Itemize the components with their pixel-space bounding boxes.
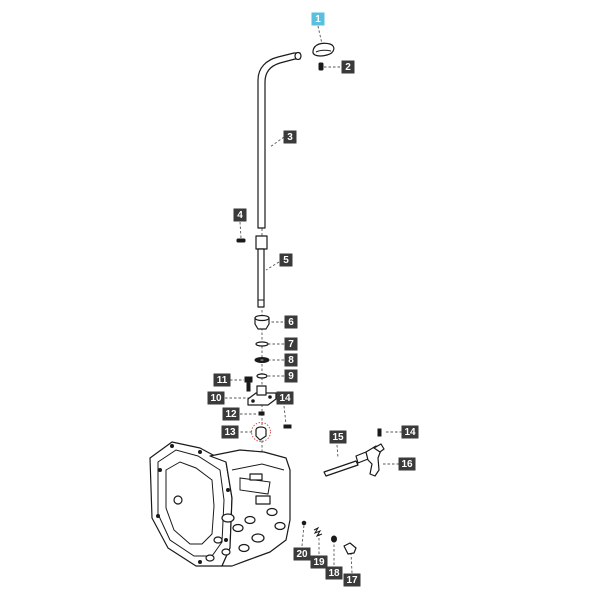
callout-14[interactable]: 14: [401, 425, 419, 439]
callout-number: 3: [287, 132, 293, 143]
part-washer-18: [331, 535, 337, 543]
part-shift-rail-15: [323, 451, 369, 477]
callout-box[interactable]: [310, 555, 328, 569]
callout-number: 7: [288, 339, 294, 350]
callout-3[interactable]: 3: [283, 130, 297, 144]
callout-number: 1: [315, 14, 321, 25]
callout-number: 15: [332, 432, 344, 443]
leader-lines: [225, 25, 402, 574]
part-pin-14-a: [283, 424, 292, 429]
callout-6[interactable]: 6: [284, 315, 298, 329]
part-pin-12: [258, 411, 265, 416]
part-bushing: [254, 314, 270, 330]
part-pin-14-b: [377, 428, 382, 437]
part-selector-13: [251, 422, 271, 442]
callout-box[interactable]: [398, 457, 416, 471]
callout-box[interactable]: [284, 315, 298, 329]
part-washer-8: [254, 357, 270, 363]
callout-box[interactable]: [283, 130, 297, 144]
callout-13[interactable]: 13: [221, 425, 239, 439]
callout-number: 19: [313, 557, 325, 568]
part-ring-9: [256, 373, 268, 379]
callout-7[interactable]: 7: [284, 337, 298, 351]
callout-17[interactable]: 17: [343, 573, 361, 587]
callout-box[interactable]: [284, 369, 298, 383]
callout-number: 4: [237, 210, 243, 221]
part-knob: [312, 42, 335, 57]
callout-8[interactable]: 8: [284, 353, 298, 367]
callout-number: 2: [345, 62, 351, 73]
callout-10[interactable]: 10: [207, 391, 225, 405]
callout-16[interactable]: 16: [398, 457, 416, 471]
callout-number: 12: [225, 409, 237, 420]
callout-2[interactable]: 2: [341, 60, 355, 74]
callout-number: 10: [210, 393, 222, 404]
callout-11[interactable]: 11: [213, 373, 231, 387]
callout-box[interactable]: [293, 547, 311, 561]
part-set-screw-2: [318, 62, 324, 71]
callout-number: 9: [288, 371, 294, 382]
gearbox-housing: [149, 441, 291, 567]
callout-box[interactable]: [279, 253, 293, 267]
callout-box[interactable]: [329, 430, 347, 444]
part-bolt-11: [244, 376, 253, 392]
part-upper-lever: [257, 51, 302, 229]
callout-box[interactable]: [284, 337, 298, 351]
callout-18[interactable]: 18: [325, 566, 343, 580]
callout-box[interactable]: [311, 12, 325, 26]
callout-number: 17: [346, 575, 358, 586]
callout-14[interactable]: 14: [276, 391, 294, 405]
callout-4[interactable]: 4: [233, 208, 247, 222]
callout-9[interactable]: 9: [284, 369, 298, 383]
callout-number: 16: [401, 459, 413, 470]
callout-box[interactable]: [284, 353, 298, 367]
callout-number: 20: [296, 549, 308, 560]
callout-box[interactable]: [341, 60, 355, 74]
callout-box[interactable]: [222, 407, 240, 421]
part-spring-19: [313, 526, 323, 538]
callout-box[interactable]: [401, 425, 419, 439]
selection-ring: [251, 422, 271, 442]
callout-box[interactable]: [325, 566, 343, 580]
callout-15[interactable]: 15: [329, 430, 347, 444]
callout-box[interactable]: [233, 208, 247, 222]
callout-19[interactable]: 19: [310, 555, 328, 569]
callout-number: 11: [217, 375, 228, 386]
part-o-ring-7: [255, 341, 269, 347]
part-lower-shaft: [255, 235, 268, 308]
callout-1[interactable]: 1: [311, 12, 325, 26]
callout-number: 8: [288, 355, 294, 366]
callout-box[interactable]: [221, 425, 239, 439]
part-plug-17: [343, 542, 357, 555]
callout-5[interactable]: 5: [279, 253, 293, 267]
callout-20[interactable]: 20: [293, 547, 311, 561]
part-shift-fork-16: [365, 443, 385, 477]
callout-number: 5: [283, 255, 289, 266]
part-pin-4: [236, 238, 246, 243]
callout-box[interactable]: [343, 573, 361, 587]
callout-12[interactable]: 12: [222, 407, 240, 421]
callout-box[interactable]: [213, 373, 231, 387]
callout-box[interactable]: [276, 391, 294, 405]
callout-number: 14: [279, 393, 291, 404]
part-ball-20: [301, 520, 307, 526]
callout-number: 18: [328, 568, 340, 579]
part-plate-10: [247, 385, 277, 406]
callout-number: 6: [288, 317, 294, 328]
callout-number: 14: [404, 427, 416, 438]
callout-box[interactable]: [207, 391, 225, 405]
callout-number: 13: [224, 427, 236, 438]
